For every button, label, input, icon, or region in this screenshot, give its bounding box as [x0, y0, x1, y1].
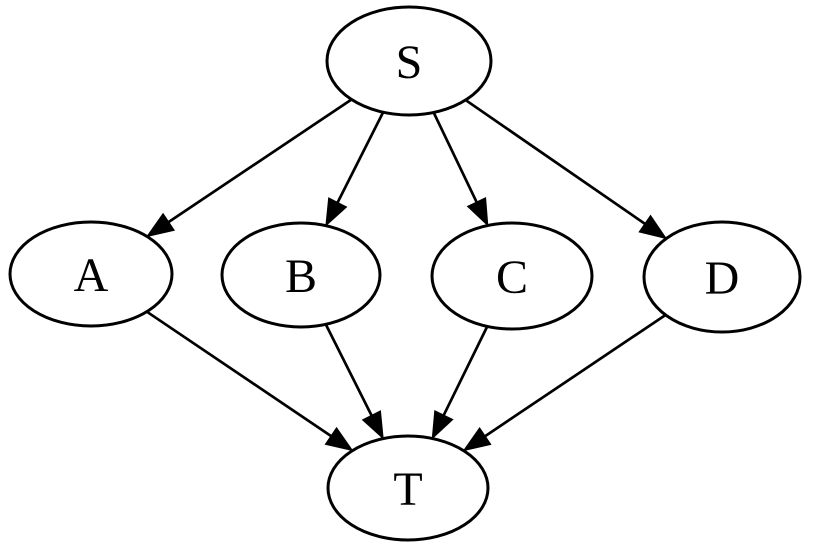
edge-S-A-arrowhead-icon [145, 212, 176, 238]
edge-S-B-line [335, 111, 385, 205]
edge-C-T-line [441, 325, 489, 418]
edge-D-T-line [482, 313, 667, 439]
edge-S-C-arrowhead-icon [466, 196, 489, 227]
edge-B-T-arrowhead-icon [361, 410, 384, 440]
node-T-ellipse [326, 434, 490, 542]
node-A-ellipse [8, 220, 174, 328]
edge-S-B-arrowhead-icon [325, 197, 348, 227]
edge-C-T-arrowhead-icon [431, 409, 454, 440]
edge-S-D-line [464, 98, 648, 227]
edge-S-D-arrowhead-icon [638, 214, 668, 240]
node-S-label: S [396, 36, 423, 89]
node-C-label: C [496, 251, 528, 304]
node-D-ellipse [642, 220, 802, 334]
node-A-label: A [74, 249, 109, 302]
node-C-ellipse [430, 221, 594, 331]
edge-A-T-arrowhead-icon [324, 426, 354, 452]
node-B-label: B [285, 250, 317, 303]
edge-A-T-line [146, 310, 334, 439]
edge-B-T-line [324, 323, 374, 418]
node-T-label: T [393, 463, 422, 516]
edge-S-C-line [432, 111, 479, 205]
edge-S-A-line [166, 98, 353, 225]
node-B-ellipse [220, 221, 382, 329]
node-D-label: D [705, 252, 740, 305]
edge-D-T-arrowhead-icon [462, 426, 492, 452]
node-S-ellipse [325, 5, 493, 117]
